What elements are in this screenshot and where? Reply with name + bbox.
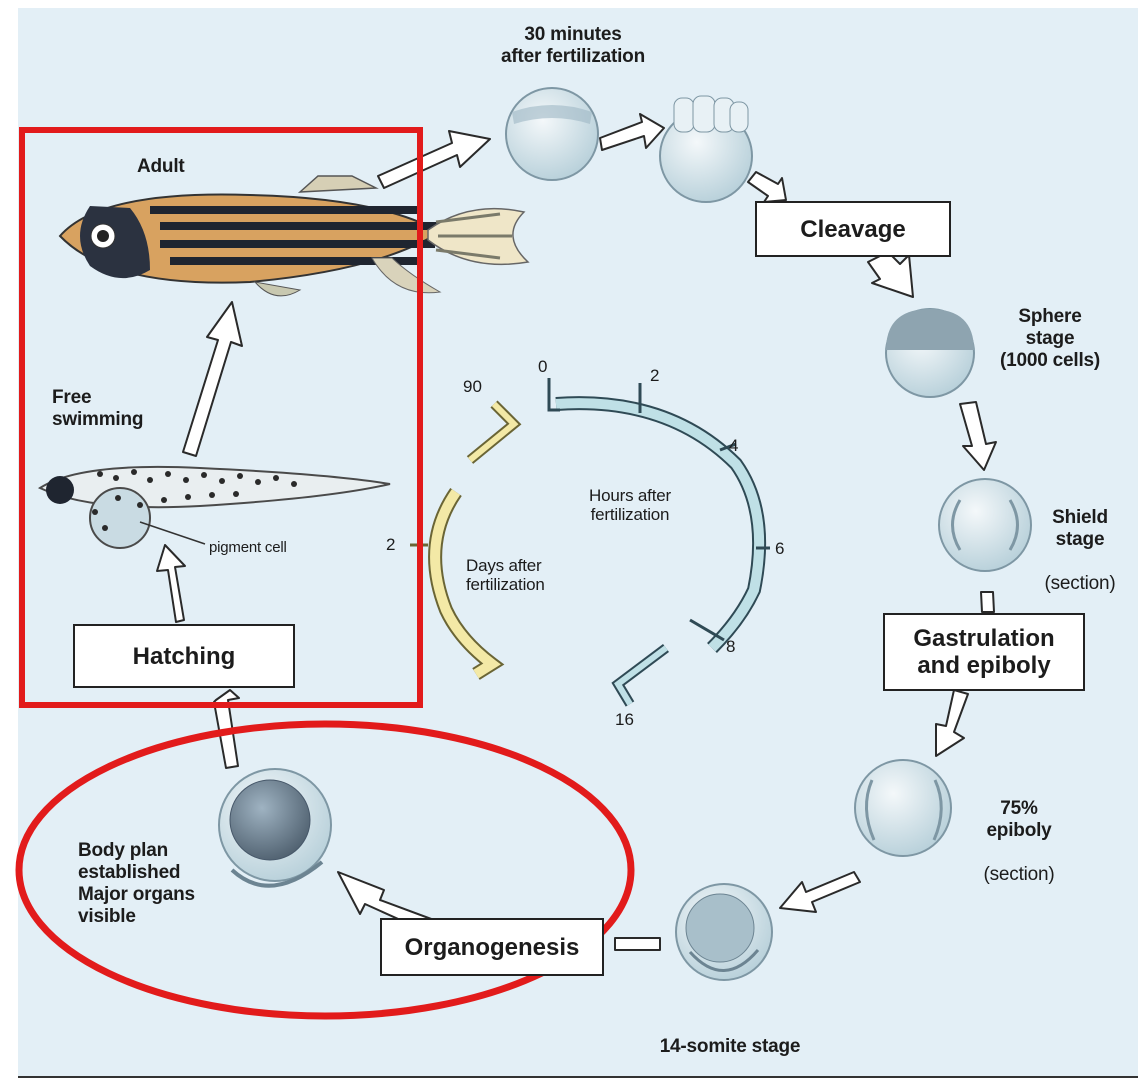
hour-tick-0: 0: [538, 357, 547, 377]
arrow-gastrulation-to-epiboly: [936, 690, 968, 756]
label-free-swimming: Free swimming: [52, 387, 143, 431]
larva: [40, 467, 390, 548]
hour-tick-8: 8: [726, 637, 735, 657]
day-tick-2: 2: [386, 535, 395, 555]
box-cleavage: Cleavage: [755, 201, 951, 257]
hour-tick-6: 6: [775, 539, 784, 559]
label-sphere-stage: Sphere stage (1000 cells): [985, 306, 1115, 372]
embryo-30min: [506, 88, 598, 180]
arrow-somite-to-organogenesis: [615, 938, 660, 950]
label-hours-after-fertilization: Hours after fertilization: [560, 486, 700, 524]
label-shield-stage: Shield stage (section): [1025, 485, 1135, 595]
adult-zebrafish: [60, 176, 528, 296]
embryo-14-somite: [676, 884, 772, 980]
hours-timeline: [549, 378, 770, 704]
box-gastrulation: Gastrulation and epiboly: [883, 613, 1085, 691]
label-30-minutes: 30 minutes after fertilization: [468, 24, 678, 68]
hour-tick-2: 2: [650, 366, 659, 386]
embryo-shield: [939, 479, 1031, 571]
label-body-plan: Body plan established Major organs visib…: [78, 840, 195, 928]
arrow-hatching-to-larva: [157, 545, 185, 622]
label-epiboly-section: (section): [983, 864, 1054, 885]
label-days-after-fertilization: Days after fertilization: [466, 556, 545, 594]
label-14-somite: 14-somite stage: [618, 1036, 842, 1058]
hour-tick-16: 16: [615, 710, 634, 730]
box-hatching: Hatching: [73, 624, 295, 688]
arrow-adult-to-egg: [378, 131, 490, 188]
arrow-cleavage-box-in: [748, 172, 786, 202]
label-adult: Adult: [137, 156, 185, 178]
arrow-egg-to-cleavage: [600, 114, 664, 150]
embryo-cleavage: [660, 96, 752, 202]
bottom-rule: [18, 1076, 1138, 1078]
arrow-larva-to-adult: [183, 302, 242, 456]
label-75-epiboly: 75% epiboly (section): [964, 776, 1074, 886]
arrow-shield-to-gastrulation: [981, 592, 994, 612]
arrow-epiboly-to-somite: [780, 872, 860, 912]
label-pigment-cell: pigment cell: [209, 537, 287, 559]
days-timeline: [410, 404, 514, 674]
embryo-body-plan: [219, 769, 331, 886]
day-tick-90: 90: [463, 377, 482, 397]
label-shield-stage-title: Shield stage: [1052, 507, 1108, 550]
label-shield-section: (section): [1044, 573, 1115, 594]
hour-tick-4: 4: [729, 436, 738, 456]
box-organogenesis: Organogenesis: [380, 918, 604, 976]
arrow-cleavage-to-sphere: [868, 252, 913, 297]
embryo-epiboly: [855, 760, 951, 856]
label-epiboly-title: 75% epiboly: [986, 798, 1051, 841]
arrow-sphere-to-shield: [960, 402, 996, 470]
embryo-sphere: [886, 309, 974, 397]
